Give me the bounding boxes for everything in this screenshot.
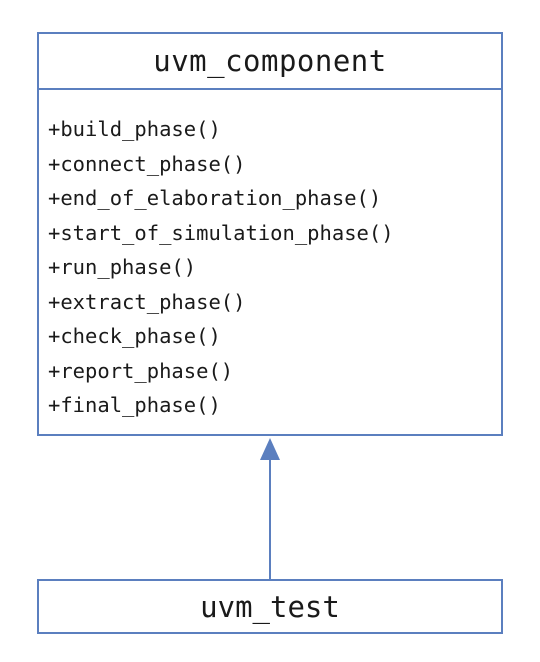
uvm-test-class-box: uvm_test (37, 579, 503, 634)
method-run-phase: +run_phase() (48, 255, 197, 279)
method-report-phase: +report_phase() (48, 358, 234, 383)
method-check-phase: +check_phase() (48, 324, 221, 348)
inheritance-arrow-head (260, 438, 280, 460)
uvm-test-class-name: uvm_test (200, 589, 340, 624)
uvm-component-class-name: uvm_component (39, 34, 501, 90)
uvm-component-method-list: +build_phase() +connect_phase() +end_of_… (39, 90, 501, 423)
uvm-component-class-box: uvm_component +build_phase() +connect_ph… (37, 32, 503, 436)
method-connect-phase: +connect_phase() (48, 151, 246, 176)
method-extract-phase: +extract_phase() (48, 289, 246, 314)
method-build-phase: +build_phase() (48, 117, 221, 141)
method-final-phase: +final_phase() (48, 393, 221, 417)
method-end-of-elaboration-phase: +end_of_elaboration_phase() (48, 186, 382, 210)
method-start-of-simulation-phase: +start_of_simulation_phase() (48, 220, 394, 245)
